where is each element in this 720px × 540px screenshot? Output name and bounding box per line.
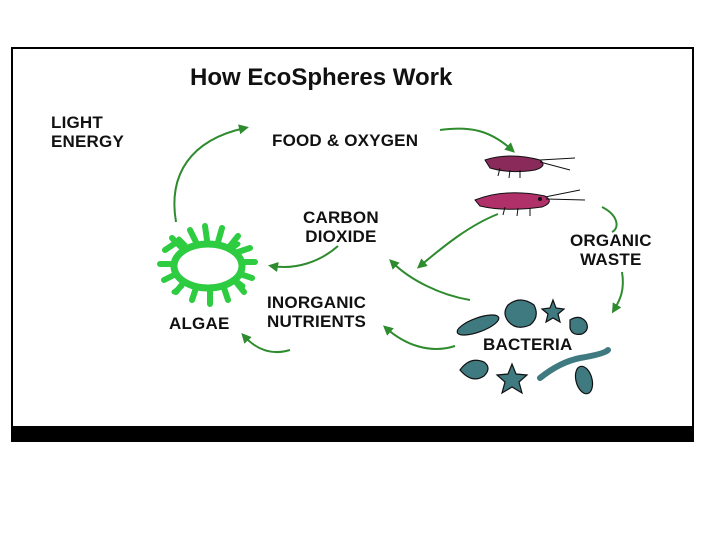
arrow-nutrients-to-algae: [241, 333, 291, 354]
label-organic-waste-line-2: WASTE: [580, 250, 642, 269]
label-algae: ALGAE: [169, 314, 230, 333]
arrow-co2-to-algae: [268, 245, 339, 272]
bacterium-star-large: [495, 362, 529, 395]
arrow-shrimp-to-waste: [601, 206, 618, 233]
bacterium-blob: [504, 299, 537, 328]
label-light-energy-line-1: LIGHT: [51, 113, 103, 132]
shrimp-top: [484, 155, 576, 179]
label-light-energy-line-2: ENERGY: [51, 132, 124, 151]
bacterium-oval: [574, 365, 594, 395]
arrow-shrimp-to-co2: [416, 213, 499, 269]
label-carbon-dioxide: CARBON DIOXIDE: [303, 208, 379, 246]
arrow-bacteria-to-nutrients: [383, 325, 456, 350]
label-light-energy: LIGHT ENERGY: [51, 113, 124, 151]
arrow-waste-to-bacteria: [611, 271, 624, 314]
bacterium-star-small: [540, 298, 566, 324]
diagram-frame: [11, 47, 694, 442]
label-organic-waste-line-1: ORGANIC: [570, 231, 652, 250]
label-organic-waste: ORGANIC WASTE: [570, 231, 652, 269]
diagram-title: How EcoSpheres Work: [190, 64, 453, 91]
algae-cluster: [157, 223, 258, 307]
bacterium-spiral: [459, 359, 489, 380]
bacterium-worm: [537, 347, 611, 381]
shrimp-bottom: [474, 189, 586, 217]
bacterium-rod: [456, 314, 500, 336]
arrow-light-to-food: [173, 124, 249, 223]
label-bacteria: BACTERIA: [483, 335, 573, 354]
label-inorganic-nutrients: INORGANIC NUTRIENTS: [267, 293, 366, 331]
bacteria-cluster: [456, 298, 611, 395]
bacterium-comma: [569, 316, 588, 335]
label-food-oxygen: FOOD & OXYGEN: [272, 131, 419, 150]
cycle-arrows: [173, 124, 624, 354]
label-carbon-dioxide-line-1: CARBON: [303, 208, 379, 227]
label-carbon-dioxide-line-2: DIOXIDE: [305, 227, 377, 246]
arrow-bacteria-to-co2: [389, 259, 471, 301]
label-inorganic-nutrients-line-1: INORGANIC: [267, 293, 367, 312]
label-inorganic-nutrients-line-2: NUTRIENTS: [267, 312, 367, 331]
arrow-food-to-shrimp: [439, 127, 515, 153]
diagram-canvas: [13, 49, 692, 426]
